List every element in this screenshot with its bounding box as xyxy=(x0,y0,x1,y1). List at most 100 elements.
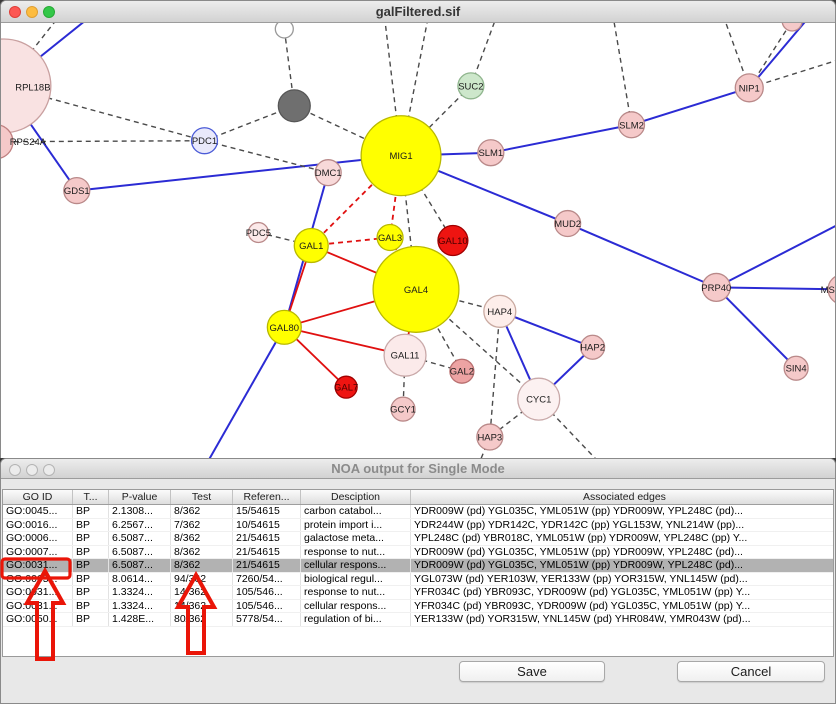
column-header-referen[interactable]: Referen... xyxy=(233,490,301,504)
table-cell: 14/362 xyxy=(171,599,233,612)
edge-pp xyxy=(748,23,806,89)
table-cell: BP xyxy=(73,532,109,545)
node-gal1[interactable] xyxy=(293,227,329,264)
edge-pp xyxy=(631,86,750,126)
node-gal11[interactable] xyxy=(383,333,427,377)
node-label-rps24a: RPS24A xyxy=(10,137,47,148)
column-header-go-id[interactable]: GO ID xyxy=(3,490,73,504)
column-header-t[interactable]: T... xyxy=(73,490,109,504)
table-cell: BP xyxy=(73,559,109,572)
node-slm2[interactable] xyxy=(617,111,646,139)
table-cell: 8/362 xyxy=(171,532,233,545)
table-cell: GO:0006... xyxy=(3,532,73,545)
table-cell: 6.5087... xyxy=(109,532,171,545)
table-cell: 14/362 xyxy=(171,586,233,599)
node-gal80[interactable] xyxy=(266,309,302,345)
node-prp40[interactable] xyxy=(701,272,731,303)
node-mig1[interactable] xyxy=(360,115,442,197)
window-title: NOA output for Single Mode xyxy=(331,461,505,476)
node-label-slm2: SLM2 xyxy=(619,120,644,131)
edge-pd xyxy=(1,140,205,143)
node-gal2[interactable] xyxy=(449,358,475,384)
node-sin4[interactable] xyxy=(783,355,809,381)
node-hap4[interactable] xyxy=(483,294,517,328)
table-cell: carbon catabol... xyxy=(301,505,411,518)
node-cyc1[interactable] xyxy=(517,377,561,421)
network-window-titlebar[interactable]: galFiltered.sif xyxy=(1,1,835,23)
node-gal3[interactable] xyxy=(376,223,404,252)
table-cell: 21/54615 xyxy=(233,559,301,572)
table-cell: YDR009W (pd) YGL035C, YML051W (pp) YDR00… xyxy=(411,559,833,572)
table-cell: 2.1308... xyxy=(109,505,171,518)
node-rps24a[interactable] xyxy=(1,124,14,159)
node-label-gds1: GDS1 xyxy=(64,186,90,197)
node-gal7[interactable] xyxy=(334,375,358,399)
node-msl1[interactable] xyxy=(827,274,836,304)
table-cell: 8.0614... xyxy=(109,572,171,585)
table-cell: 105/546... xyxy=(233,586,301,599)
column-header-test[interactable]: Test xyxy=(171,490,233,504)
node-nip1[interactable] xyxy=(734,73,764,103)
node-suc2[interactable] xyxy=(457,72,485,100)
node-label-gal4: GAL4 xyxy=(404,285,428,296)
edge-pp xyxy=(567,222,717,289)
node-gray1[interactable] xyxy=(277,89,311,123)
table-cell: GO:0031... xyxy=(3,586,73,599)
table-cell: response to nut... xyxy=(301,545,411,558)
node-mud2[interactable] xyxy=(554,209,582,238)
minimize-button[interactable] xyxy=(26,464,38,476)
node-topright[interactable] xyxy=(781,23,803,32)
node-gal4[interactable] xyxy=(372,245,460,333)
column-header-p-value[interactable]: P-value xyxy=(109,490,171,504)
edge-pp xyxy=(76,154,402,192)
close-button[interactable] xyxy=(9,464,21,476)
noa-window-titlebar[interactable]: NOA output for Single Mode xyxy=(1,459,835,479)
table-cell: BP xyxy=(73,518,109,531)
edge-pp xyxy=(490,123,632,154)
node-hap3[interactable] xyxy=(476,423,504,451)
table-cell: 6.5087... xyxy=(109,545,171,558)
node-label-msl1: MSL1 xyxy=(821,285,836,296)
table-cell: BP xyxy=(73,505,109,518)
edge-pd xyxy=(613,23,633,125)
node-gds1[interactable] xyxy=(63,176,91,205)
node-gal10[interactable] xyxy=(437,224,469,257)
table-cell: 21/54615 xyxy=(233,545,301,558)
table-cell: BP xyxy=(73,545,109,558)
node-hap2[interactable] xyxy=(579,334,606,360)
edge-pd xyxy=(489,311,501,438)
table-cell: cellular respons... xyxy=(301,599,411,612)
zoom-button[interactable] xyxy=(43,464,55,476)
table-cell: 1.428E... xyxy=(109,613,171,626)
node-slm1[interactable] xyxy=(477,139,505,167)
column-header-associated-edges[interactable]: Associated edges xyxy=(411,490,833,504)
node-label-gal10: GAL10 xyxy=(438,236,467,247)
save-button[interactable]: Save xyxy=(459,661,605,682)
zoom-button[interactable] xyxy=(43,6,55,18)
column-header-desciption[interactable]: Desciption xyxy=(301,490,411,504)
node-topsmall[interactable] xyxy=(274,23,294,39)
close-button[interactable] xyxy=(9,6,21,18)
node-pdc1[interactable] xyxy=(190,127,219,155)
table-cell: 1.3324... xyxy=(109,599,171,612)
cancel-button[interactable]: Cancel xyxy=(677,661,825,682)
node-gcy1[interactable] xyxy=(390,396,416,422)
node-dmc1[interactable] xyxy=(314,159,342,187)
node-pdc5[interactable] xyxy=(247,221,269,244)
node-label-sin4: SIN4 xyxy=(786,364,807,375)
table-cell: GO:0031... xyxy=(3,599,73,612)
node-label-nip1: NIP1 xyxy=(739,83,760,94)
minimize-button[interactable] xyxy=(26,6,38,18)
window-title: galFiltered.sif xyxy=(375,4,461,19)
